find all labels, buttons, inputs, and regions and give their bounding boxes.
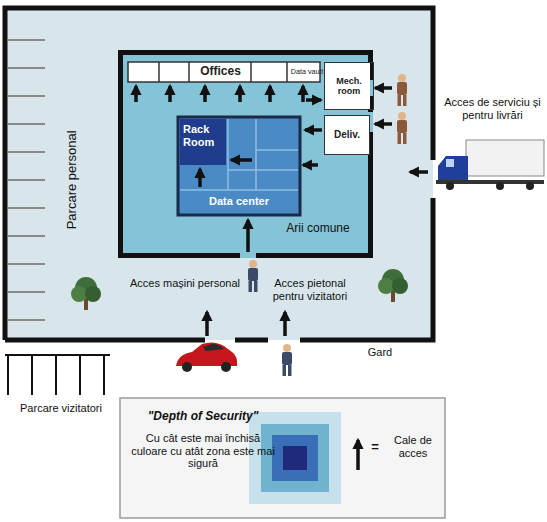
staff-parking <box>8 179 45 181</box>
car-icon <box>221 362 231 372</box>
access-arrow <box>305 128 322 132</box>
area-label: Acces mașini personal <box>128 277 242 290</box>
access-arrow <box>410 170 428 174</box>
tree-icon <box>71 277 101 310</box>
delivery-fill <box>324 115 370 155</box>
office-divider <box>286 62 288 82</box>
access-arrow <box>231 158 252 162</box>
access-arrow <box>301 86 305 102</box>
truck-icon <box>446 159 454 167</box>
access-arrow <box>238 86 242 102</box>
node-text: Rack Room <box>183 123 225 148</box>
building-wall <box>118 50 373 258</box>
truck-icon <box>446 182 454 190</box>
car-icon <box>182 362 192 372</box>
staff-parking <box>8 235 45 237</box>
staff-parking <box>8 207 45 209</box>
visitor-icon <box>282 344 292 376</box>
area-label: Acces de serviciu și pentru livrări <box>440 96 545 122</box>
access-arrow <box>283 312 287 336</box>
access-arrow <box>268 86 272 102</box>
fence <box>5 8 433 340</box>
access-arrow <box>303 163 318 167</box>
node-text: Offices <box>190 62 251 82</box>
depth-square <box>261 424 329 492</box>
node-text: = <box>368 440 382 455</box>
depth-square <box>283 446 307 470</box>
data-center-grid <box>227 119 229 190</box>
office-divider <box>250 62 252 82</box>
truck-icon <box>526 182 534 190</box>
worker-icon <box>397 74 407 106</box>
access-arrow <box>198 169 202 187</box>
delivery-box: Deliv. <box>324 115 370 155</box>
access-arrow <box>168 86 172 102</box>
worker-icon <box>397 112 407 144</box>
office-divider <box>158 62 160 82</box>
data-center-grid <box>256 149 298 151</box>
staff-parking <box>8 263 45 265</box>
access-arrow <box>134 86 138 102</box>
node-text: Mech. room <box>325 63 373 109</box>
data-center-grid <box>228 169 298 171</box>
legend-arrow <box>356 440 360 470</box>
rack-room-zone: Rack Room <box>180 119 226 165</box>
access-arrow <box>205 312 209 336</box>
staff-parking <box>8 291 45 293</box>
data-center-floor <box>178 117 300 215</box>
office-divider <box>188 62 190 82</box>
mech-room-box: Mech. room <box>324 62 374 110</box>
truck-icon <box>466 140 544 176</box>
node-text: Data vault <box>288 62 326 82</box>
access-arrow <box>375 86 392 90</box>
area-label: Acces pietonal pentru vizitatori <box>262 277 358 303</box>
depth-square <box>249 412 341 504</box>
legend-panel: "Depth of Security" Cu cât este mai închi… <box>120 398 445 518</box>
data-center-grid <box>180 189 298 191</box>
access-arrow <box>306 98 321 102</box>
data-center-grid <box>255 119 257 190</box>
data-vault-box: Data vault <box>288 62 326 82</box>
access-arrow <box>375 122 392 126</box>
node-text: Deliv. <box>325 116 369 154</box>
car-icon <box>203 344 224 351</box>
staff-parking <box>8 319 45 321</box>
office-box: Offices <box>190 62 251 82</box>
node-text: Cale de acces <box>384 434 442 459</box>
area-label: Gard <box>360 346 400 359</box>
legend-box <box>120 398 445 518</box>
access-arrow <box>203 86 207 102</box>
staff-parking <box>8 95 45 97</box>
area-label: Parcare personal <box>64 105 80 255</box>
truck-icon <box>496 182 504 190</box>
office-divider <box>159 62 287 82</box>
access-arrow <box>246 220 250 252</box>
staff-parking <box>8 40 45 320</box>
tree-icon <box>378 269 408 302</box>
site-ground <box>5 8 433 340</box>
node-text: Arii comune <box>268 222 368 236</box>
data-center-grid <box>180 119 298 190</box>
staff-parking <box>8 67 45 69</box>
node-text: "Depth of Security" <box>128 410 278 424</box>
node-text: Data center <box>178 195 300 208</box>
node-text: Cu cât este mai închisă culoare cu atât … <box>128 432 278 470</box>
building-floor <box>118 50 373 258</box>
staff-parking <box>8 151 45 153</box>
staff-parking <box>8 123 45 125</box>
visitor-parking <box>5 355 110 395</box>
staff-icon <box>248 260 258 292</box>
staff-parking <box>8 39 45 41</box>
truck-icon <box>436 140 544 190</box>
depth-square <box>272 435 318 481</box>
truck-icon <box>438 156 468 184</box>
car-icon <box>176 342 237 372</box>
building-area: Offices Data vaultMech. roomDeliv. Rack Ro… <box>118 50 373 258</box>
data-center-zone: Rack RoomData center <box>178 117 300 215</box>
access-arrow <box>136 86 428 336</box>
area-label: Parcare vizitatori <box>6 402 116 415</box>
